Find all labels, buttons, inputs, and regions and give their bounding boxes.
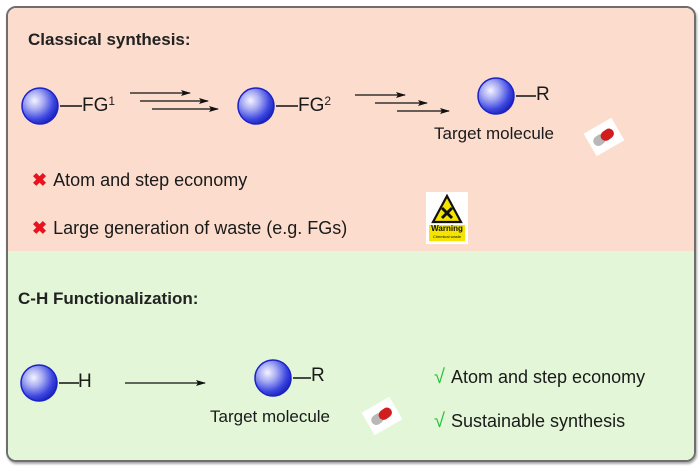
product-sphere-icon: [477, 77, 515, 115]
drawback-item: ✖ Large generation of waste (e.g. FGs): [32, 218, 347, 239]
fg-label: FG: [82, 95, 109, 116]
bond-line: [60, 105, 82, 107]
ch-heading: C-H Functionalization:: [18, 289, 199, 308]
product-sphere-icon: [254, 359, 292, 397]
ch-functionalization-panel: C-H Functionalization: H R Target molecu…: [8, 251, 694, 460]
drawback-text: Atom and step economy: [53, 170, 248, 190]
intermediate-group-label: FG2: [298, 94, 331, 117]
bond-line: [276, 105, 298, 107]
fg-superscript: 2: [324, 94, 332, 108]
bond-line: [516, 95, 536, 97]
multistep-arrows-2: [355, 92, 450, 114]
pill-capsule-icon: [583, 117, 625, 157]
product-group-label: R: [311, 365, 325, 386]
warning-label: Warning Chemical waste: [429, 225, 465, 241]
advantage-text: Sustainable synthesis: [450, 411, 626, 431]
target-molecule-caption: Target molecule: [434, 124, 555, 143]
fg-label: FG: [298, 95, 325, 116]
advantage-item: √ Sustainable synthesis: [434, 410, 625, 433]
product-group-label: R: [536, 84, 550, 105]
cross-icon: ✖: [32, 218, 48, 238]
check-icon: √: [434, 410, 445, 432]
classical-synthesis-panel: Classical synthesis: FG1 FG2 R: [8, 8, 694, 251]
chemical-waste-warning-sign: Warning Chemical waste: [426, 192, 468, 244]
substrate-sphere-icon: [20, 364, 58, 402]
pill-capsule-icon: [361, 396, 403, 436]
substrate-h-label: H: [78, 371, 92, 392]
fg-superscript: 1: [108, 94, 116, 108]
classical-heading: Classical synthesis:: [28, 30, 191, 49]
scheme-frame: Classical synthesis: FG1 FG2 R: [6, 6, 696, 462]
warning-title: Warning: [431, 224, 463, 233]
advantage-item: √ Atom and step economy: [434, 366, 645, 389]
advantage-text: Atom and step economy: [450, 367, 646, 387]
substrate-sphere-icon: [21, 87, 59, 125]
target-molecule-caption: Target molecule: [210, 407, 331, 426]
cross-icon: ✖: [32, 170, 48, 190]
intermediate-sphere-icon: [237, 87, 275, 125]
check-icon: √: [434, 366, 445, 388]
warning-triangle-icon: [431, 193, 463, 224]
bond-line: [293, 377, 311, 379]
substrate-group-label: FG1: [82, 94, 115, 117]
bond-line: [59, 382, 79, 384]
reaction-arrow: [125, 380, 206, 386]
drawback-text: Large generation of waste (e.g. FGs): [53, 218, 348, 238]
multistep-arrows-1: [130, 90, 219, 112]
drawback-item: ✖ Atom and step economy: [32, 170, 247, 191]
warning-subtitle: Chemical waste: [432, 234, 462, 239]
